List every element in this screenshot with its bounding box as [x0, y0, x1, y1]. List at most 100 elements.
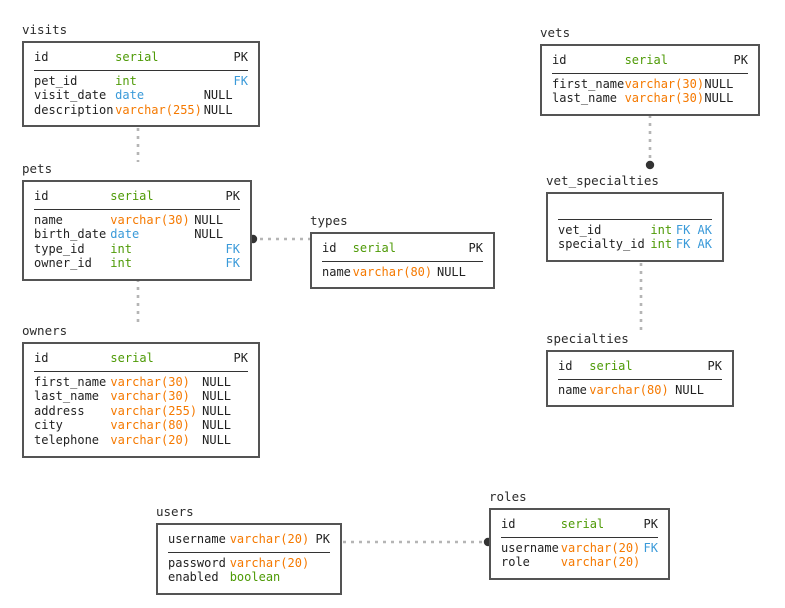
header-divider-rule: [558, 376, 722, 383]
column-key-badge: [733, 77, 748, 92]
column-key-badge: [233, 418, 248, 433]
column-name: name: [558, 382, 587, 397]
column-name: type_id: [34, 241, 85, 256]
header-divider-rule: [168, 549, 330, 556]
column-type: varchar(20): [229, 555, 310, 570]
column-key-badge: FK AK: [675, 237, 712, 252]
column-type: varchar(20): [229, 532, 310, 546]
column-nullable-flag: [202, 351, 233, 368]
column-name: last_name: [552, 91, 618, 106]
entity-title-types: types: [310, 213, 348, 228]
column-type: varchar(255): [115, 102, 202, 117]
column-key-badge: [706, 383, 722, 398]
column-name: address: [34, 403, 85, 418]
column-nullable-flag: NULL: [675, 382, 705, 397]
column-type: serial: [624, 53, 668, 67]
column-name: first_name: [34, 374, 107, 389]
column-key-badge: [233, 433, 248, 448]
column-type: int: [115, 73, 137, 88]
column-name: password: [168, 555, 226, 570]
column-type: int: [650, 237, 673, 252]
header-divider-rule: [34, 206, 240, 213]
column-nullable-flag: [194, 256, 225, 271]
column-nullable-flag: NULL: [203, 88, 233, 103]
column-nullable-flag: [194, 189, 225, 206]
column-key-badge: PK: [733, 53, 748, 67]
column-type: varchar(30): [624, 76, 705, 91]
column-nullable-flag: NULL: [203, 102, 233, 117]
column-nullable-flag: NULL: [704, 91, 734, 106]
column-name: id: [34, 351, 49, 365]
column-key-badge: FK: [225, 241, 240, 256]
column-name: pet_id: [34, 73, 78, 88]
column-name: id: [34, 189, 49, 203]
header-divider: [501, 534, 658, 541]
header-divider: [552, 70, 748, 77]
column-name: telephone: [34, 432, 100, 447]
column-type: varchar(80): [589, 382, 669, 397]
column-nullable-flag: NULL: [202, 389, 232, 404]
column-type: serial: [560, 517, 605, 531]
column-key-badge: [225, 227, 240, 242]
column-nullable-flag: NULL: [704, 76, 734, 91]
entity-title-visits: visits: [22, 22, 68, 37]
column-key-badge: FK: [233, 73, 248, 88]
column-name: city: [34, 418, 63, 433]
column-nullable-flag: NULL: [202, 418, 232, 433]
column-key-badge: FK AK: [675, 222, 712, 237]
column-name: id: [558, 359, 573, 373]
column-row: pet_id int FK: [34, 74, 248, 89]
entity-title-users: users: [156, 504, 194, 519]
header-divider: [34, 368, 248, 375]
column-nullable-flag: [675, 359, 706, 376]
entity-title-owners: owners: [22, 323, 68, 338]
column-type: serial: [352, 241, 397, 255]
column-type: varchar(20): [560, 540, 641, 555]
connector-users-roles: [343, 537, 493, 547]
column-key-badge: [315, 570, 330, 585]
column-key-badge: [233, 375, 248, 390]
entity-title-vets: vets: [540, 25, 571, 40]
header-divider-rule: [34, 368, 248, 375]
column-name: name: [34, 212, 63, 227]
header-divider-rule: [34, 67, 248, 74]
column-type: serial: [110, 351, 154, 365]
header-divider: [558, 376, 722, 383]
header-divider-rule: [552, 70, 748, 77]
header-divider-rule: [501, 534, 658, 541]
column-key-badge: PK: [233, 351, 248, 365]
column-name: last_name: [34, 389, 100, 404]
